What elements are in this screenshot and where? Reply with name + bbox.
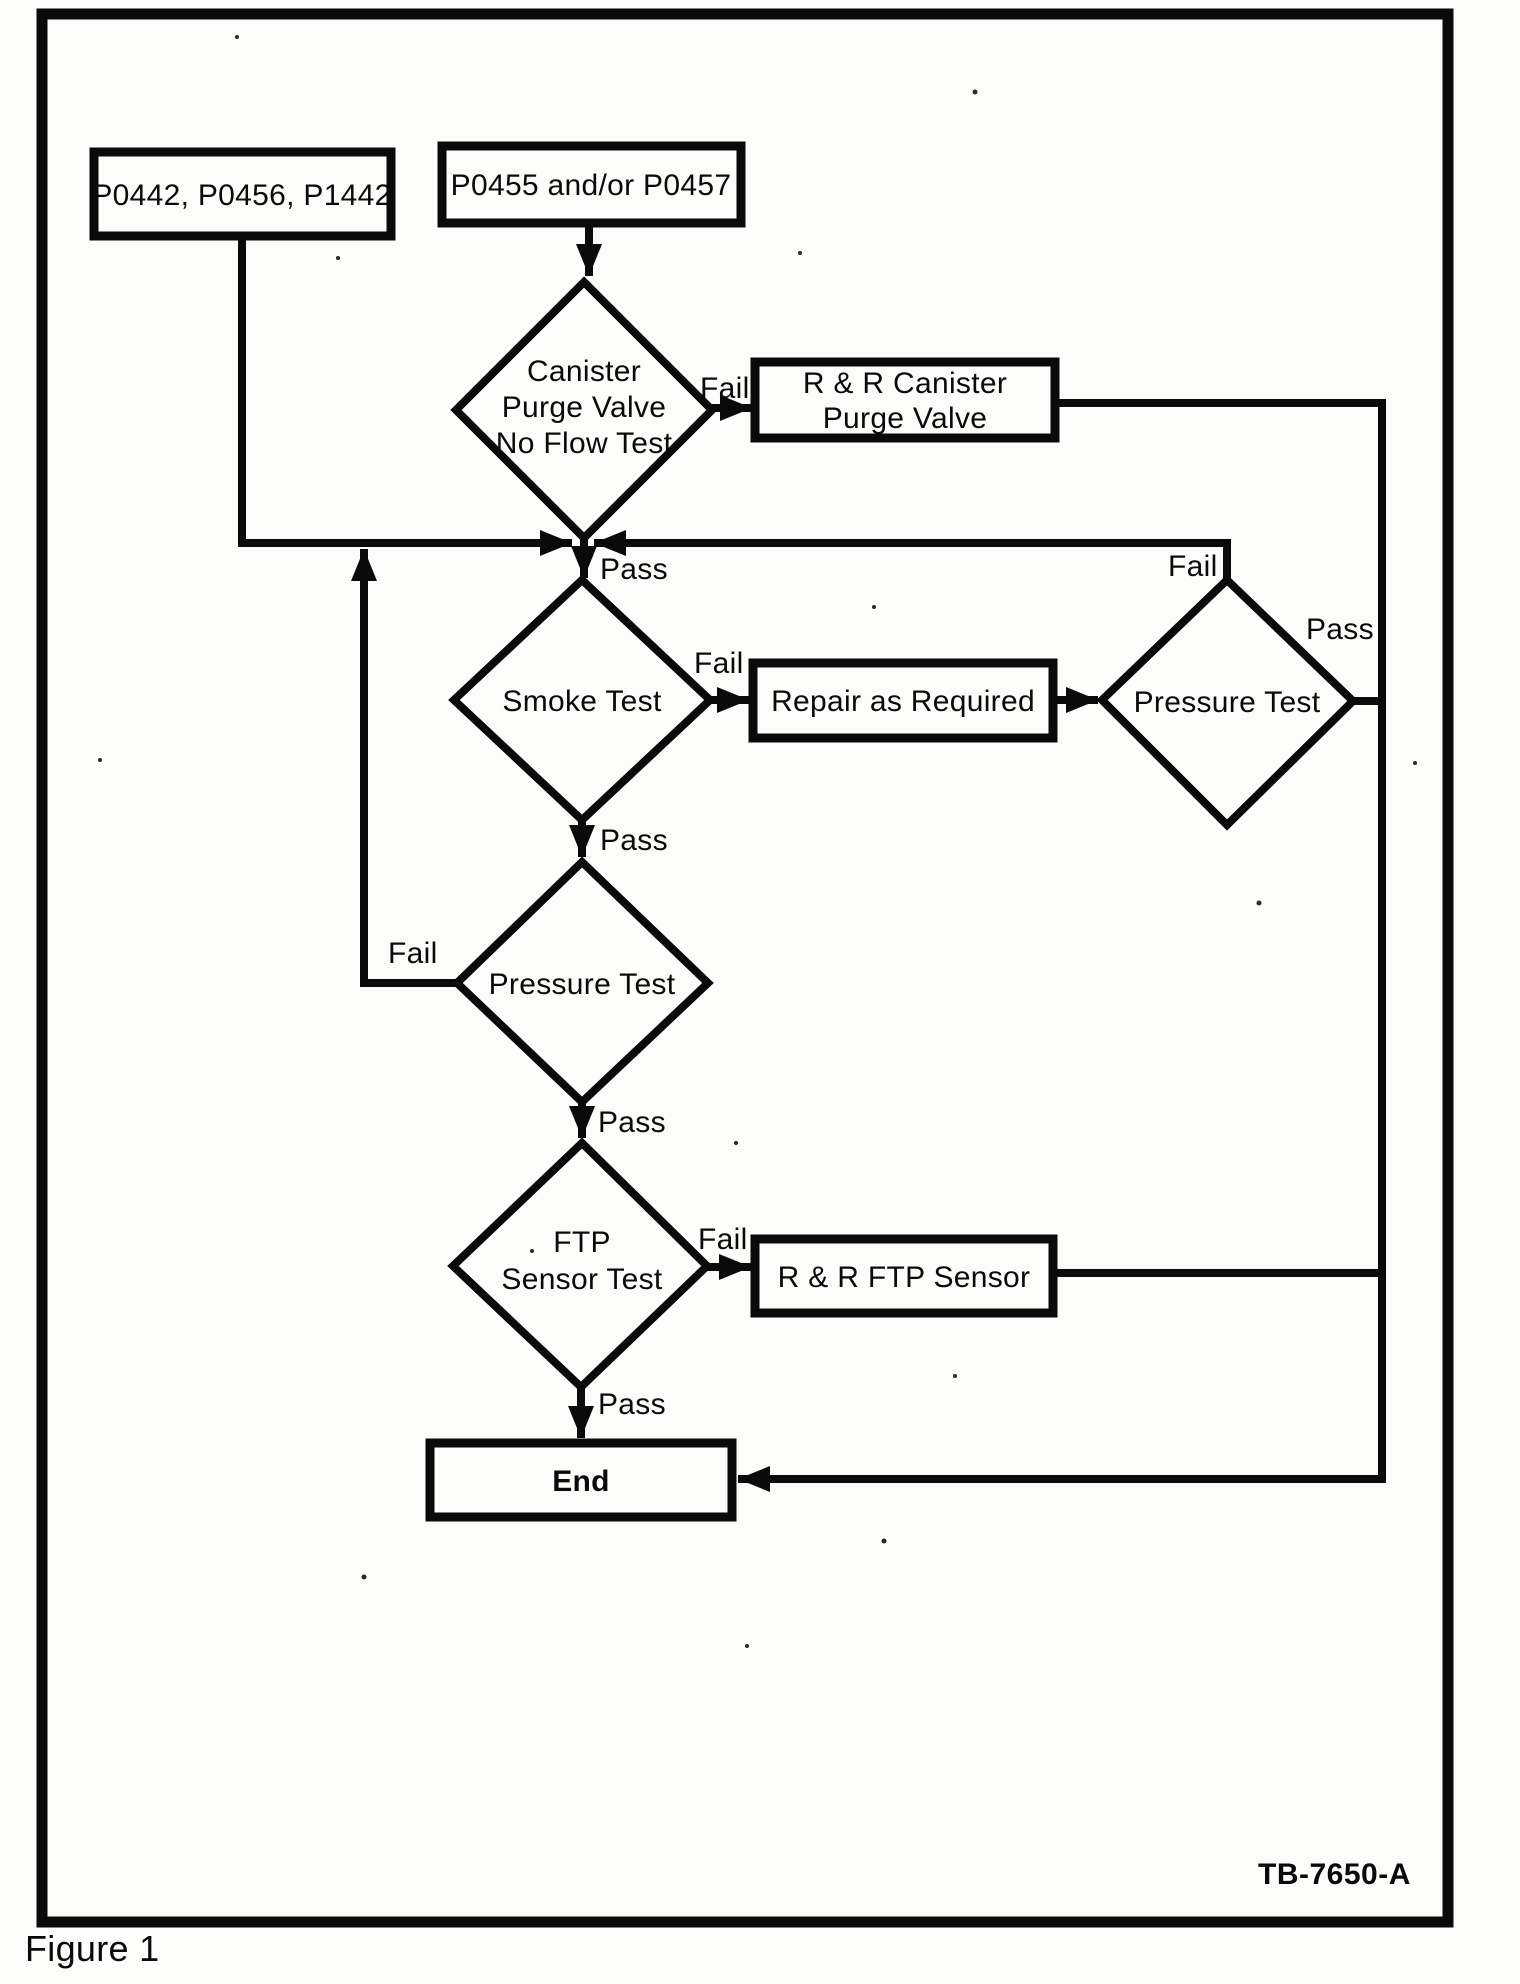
smoke-test-label: Smoke Test [502,685,662,718]
node-end [425,1438,737,1522]
node-dtc-box-2 [437,141,746,228]
repair-as-required-label: Repair as Required [771,685,1035,718]
bulletin-number: TB-7650-A [1258,1858,1411,1891]
node-rr-ftp-sensor [750,1234,1058,1318]
edge-label-ftp-fail: Fail [698,1223,748,1256]
node-rr-canister-purge-valve [750,357,1060,443]
figure-caption: Figure 1 [25,1928,159,1969]
edge-label-pressure-right-fail: Fail [1168,550,1218,583]
end-label: End [552,1465,610,1498]
edge-label-smoke-pass: Pass [600,824,668,857]
canister-test-label-line2: Purge Valve [502,391,667,424]
node-pressure-test-mid [451,856,714,1108]
edge-label-pressure-mid-fail: Fail [388,937,438,970]
dtc-box-2-label: P0455 and/or P0457 [451,169,732,202]
rr-canister-label-line1: R & R Canister [803,367,1007,400]
edge-label-canister-fail: Fail [700,372,750,405]
node-pressure-test-right [1096,574,1359,831]
edge-label-pressure-mid-pass: Pass [598,1106,666,1139]
edge-label-ftp-pass: Pass [598,1388,666,1421]
node-repair-as-required [748,658,1058,743]
scan-speckles [98,35,1417,1648]
ftp-test-label-line1: FTP [553,1226,611,1259]
ftp-test-label-line2: Sensor Test [501,1263,663,1296]
canister-test-label-line1: Canister [527,355,641,388]
node-smoke-test [448,574,716,826]
edge-dtc1-to-junction [238,236,572,556]
pressure-test-mid-label: Pressure Test [489,968,676,1001]
pressure-test-right-label: Pressure Test [1134,686,1321,719]
edge-label-smoke-fail: Fail [694,647,744,680]
rr-ftp-sensor-label: R & R FTP Sensor [778,1261,1031,1294]
canister-test-label-line3: No Flow Test [496,427,673,460]
rr-canister-label-line2: Purge Valve [823,402,988,435]
edge-pressure-mid-fail-return [351,549,457,987]
node-canister-purge-valve-test [450,276,718,544]
edge-pressure-right-fail-return [594,530,1231,580]
page-border-frame [36,8,1454,1928]
edge-label-pressure-right-pass: Pass [1306,613,1374,646]
edge-rr-canister-to-end [738,399,1386,1492]
node-dtc-box-1 [89,147,396,241]
node-ftp-sensor-test [447,1137,713,1393]
edge-label-junction-pass: Pass [600,553,668,586]
dtc-box-1-label: P0442, P0456, P1442 [92,179,391,212]
